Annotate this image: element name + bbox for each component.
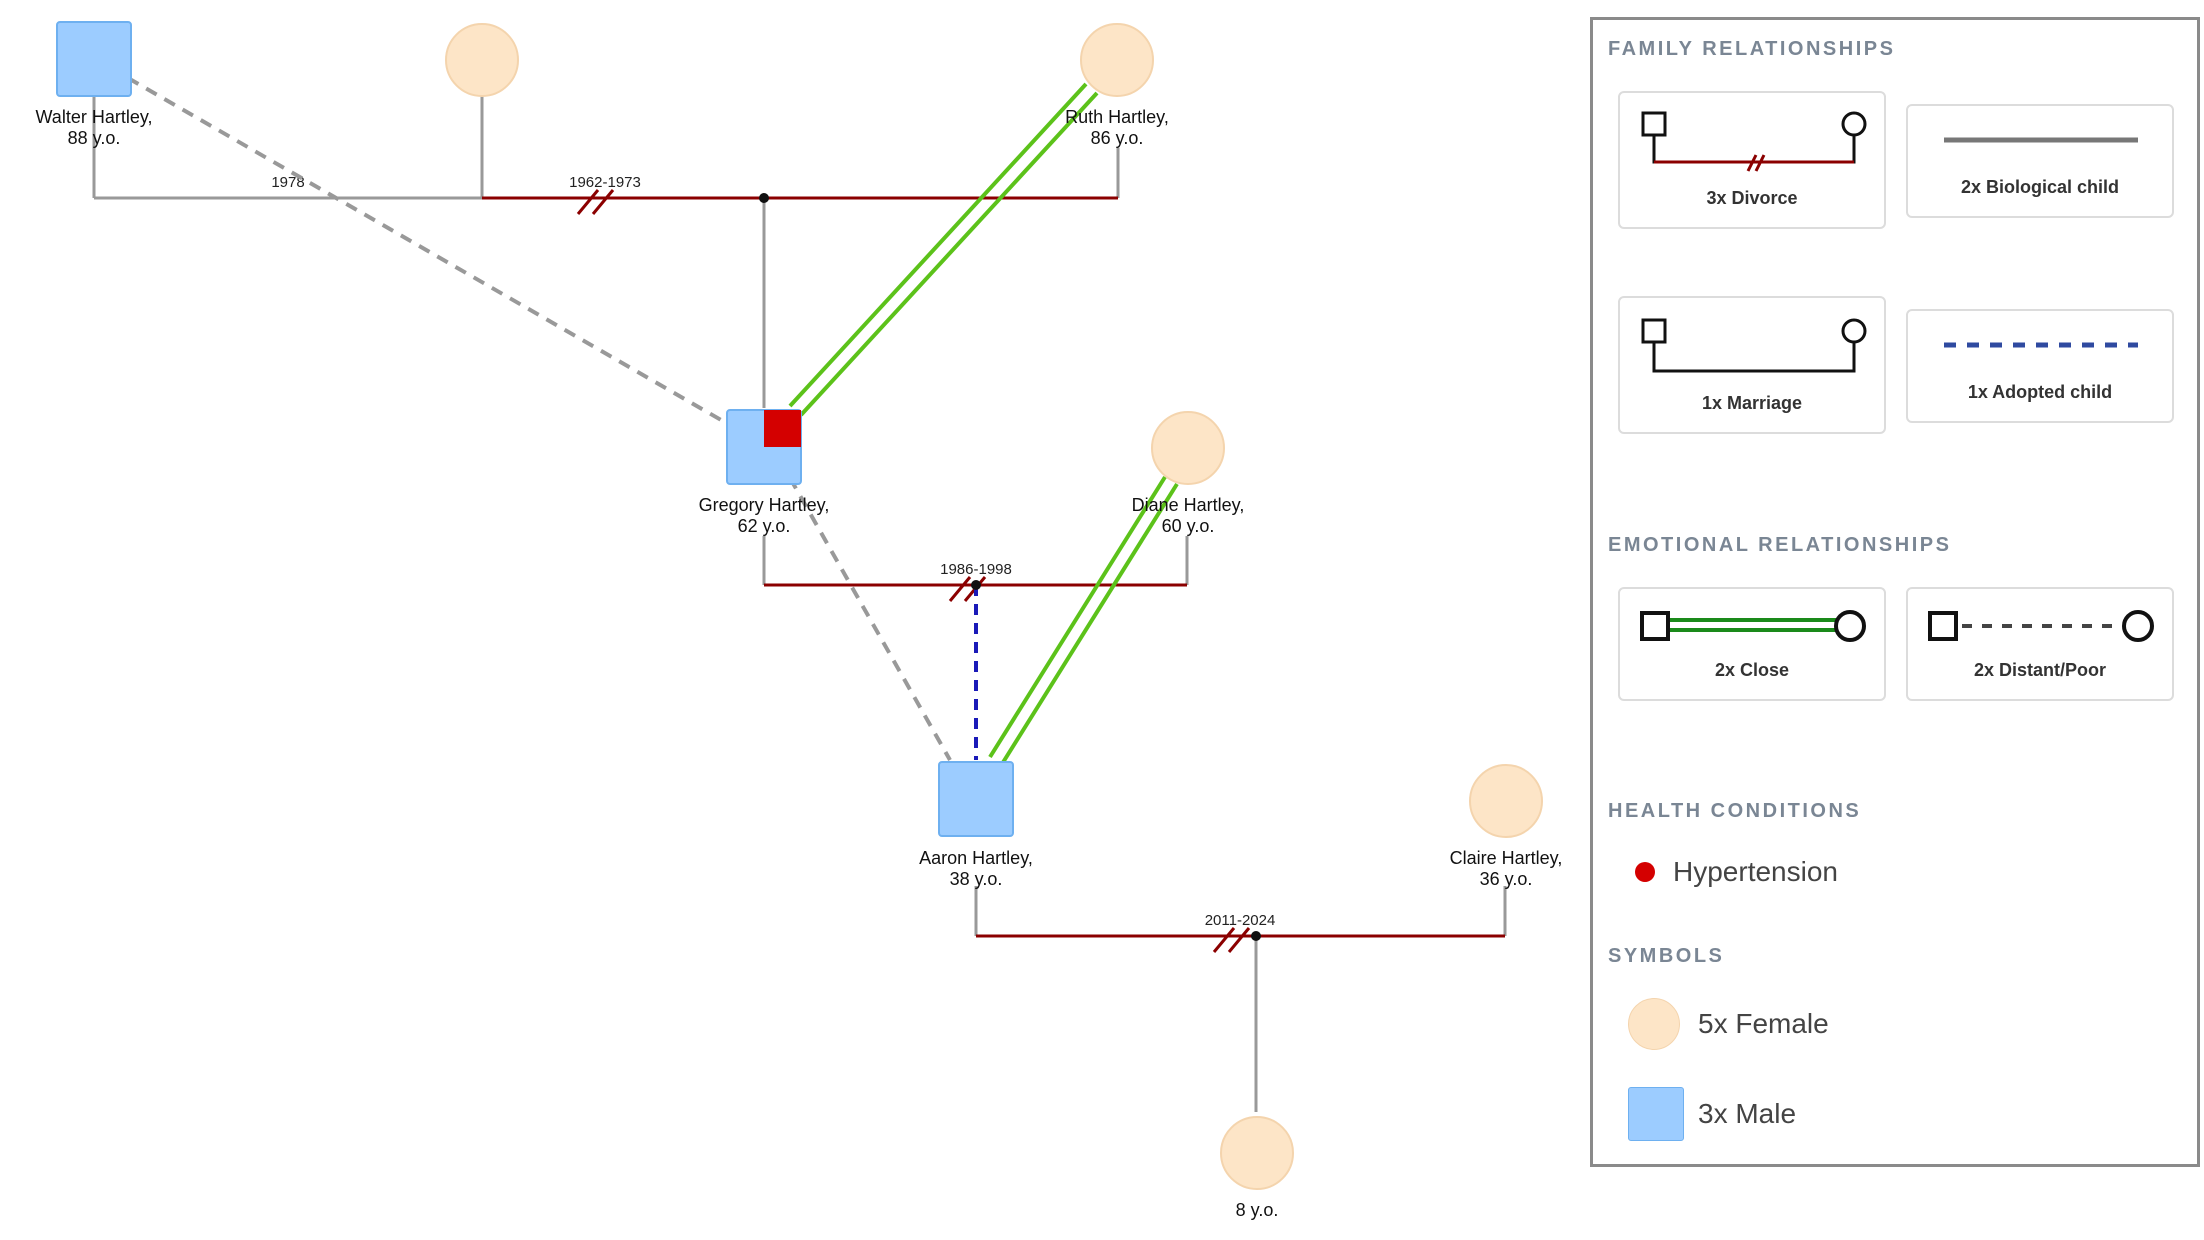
junction-dot [971, 580, 981, 590]
hypertension-legend-label: Hypertension [1673, 856, 1838, 887]
male-legend-label: 3x Male [1698, 1098, 1797, 1129]
hypertension-dot-icon [1635, 862, 1655, 882]
person-stubs [92, 94, 1507, 936]
marriage-legend-label: 1x Marriage [1701, 393, 1803, 413]
person-name: Aaron Hartley, [919, 848, 1033, 868]
legend-card-adopted-child: 1x Adopted child [1906, 309, 2174, 423]
person-name: Ruth Hartley, [1065, 107, 1169, 127]
adopted-child-legend-icon [1944, 342, 2138, 348]
hypertension-marker [764, 410, 801, 447]
female-symbol-child[interactable] [1220, 1116, 1294, 1190]
adopted-child-legend-label: 1x Adopted child [1967, 382, 2113, 402]
person-age: 8 y.o. [1236, 1200, 1279, 1220]
distant-legend-label: 2x Distant/Poor [1973, 660, 2107, 680]
legend-female: 5x Female [1628, 996, 1829, 1052]
male-square-icon [1628, 1087, 1684, 1141]
person-age: 38 y.o. [950, 869, 1003, 889]
divorce-legend-label: 3x Divorce [1706, 188, 1798, 208]
female-symbol-claire[interactable] [1469, 764, 1543, 838]
divorce-years: 1962-1973 [569, 174, 641, 191]
legend-hypertension: Hypertension [1628, 844, 1838, 900]
female-circle-icon [1628, 998, 1680, 1050]
close-legend-label: 2x Close [1714, 660, 1790, 680]
divorce-legend-icon [1641, 111, 1867, 172]
junction-dot [759, 193, 769, 203]
female-symbol-diane[interactable] [1151, 411, 1225, 485]
close-relationship-line [988, 475, 1179, 766]
family-relationships-title: FAMILY RELATIONSHIPS [1608, 38, 1896, 60]
distant-relationship-line [127, 76, 729, 426]
legend-panel: FAMILY RELATIONSHIPS 3x Divorce 2x Biolo… [1590, 17, 2200, 1167]
close-legend-icon [1640, 610, 1866, 642]
emotional-relationships-title: EMOTIONAL RELATIONSHIPS [1608, 534, 1952, 556]
person-age: 62 y.o. [738, 516, 791, 536]
biological-child-legend-label: 2x Biological child [1960, 177, 2120, 197]
divorce-marker [1212, 927, 1251, 953]
legend-card-divorce: 3x Divorce [1618, 91, 1886, 229]
divorce-marker [576, 189, 615, 215]
person-age: 86 y.o. [1091, 128, 1144, 148]
distant-legend-icon [1928, 610, 2154, 642]
health-conditions-title: HEALTH CONDITIONS [1608, 800, 1862, 822]
person-name: Diane Hartley, [1132, 495, 1245, 515]
female-symbol[interactable] [445, 23, 519, 97]
divorce-years: 1986-1998 [940, 561, 1012, 578]
legend-card-marriage: 1x Marriage [1618, 296, 1886, 434]
person-name: Walter Hartley, [35, 107, 152, 127]
marriage-years: 1978 [271, 174, 304, 191]
divorce-years: 2011-2024 [1205, 912, 1276, 929]
male-symbol-aaron[interactable] [938, 761, 1014, 837]
close-relationship-line [788, 82, 1099, 417]
female-symbol-ruth[interactable] [1080, 23, 1154, 97]
symbols-title: SYMBOLS [1608, 945, 1725, 967]
legend-card-distant: 2x Distant/Poor [1906, 587, 2174, 701]
person-age: 60 y.o. [1162, 516, 1215, 536]
person-name: Claire Hartley, [1450, 848, 1563, 868]
legend-male: 3x Male [1628, 1086, 1796, 1142]
divorce-marker [948, 576, 987, 602]
marriage-legend-icon [1641, 318, 1867, 373]
legend-card-biological-child: 2x Biological child [1906, 104, 2174, 218]
distant-relationship-line [788, 477, 952, 761]
genogram-canvas: 1978 1962-1973 1986-1998 2011-2024 Walte… [35, 21, 1563, 1220]
person-name: Gregory Hartley, [699, 495, 830, 515]
junction-dot [1251, 931, 1261, 941]
legend-card-close: 2x Close [1618, 587, 1886, 701]
biological-child-legend-icon [1944, 137, 2138, 143]
male-symbol-walter[interactable] [56, 21, 132, 97]
person-age: 36 y.o. [1480, 869, 1533, 889]
person-age: 88 y.o. [68, 128, 121, 148]
female-legend-label: 5x Female [1698, 1008, 1829, 1039]
